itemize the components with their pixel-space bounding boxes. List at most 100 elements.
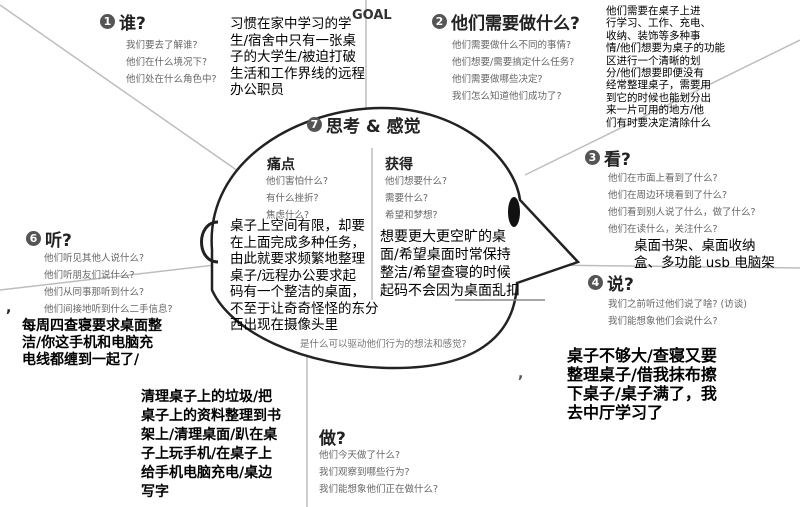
do-need-note: 他们需要在桌子上进 行学习、工作、充电、 收纳、装饰等多种事 情/他们想要为桌子… xyxy=(606,5,725,129)
hear-note: 每周四查寝要求桌面整 洁/你这手机和电脑充 电线都缠到一起了/ xyxy=(22,318,162,369)
do-question: 我们观察到哪些行为? xyxy=(319,467,410,478)
pains-question: 他们害怕什么? xyxy=(266,176,329,187)
who-note: 习惯在家中学习的学 生/宿舍中只有一张桌 子的大学生/被迫打破 生活和工作界线的… xyxy=(230,16,365,99)
do-need-note-line: 来一片可用的地方/他 xyxy=(606,104,705,117)
do-title: 做? xyxy=(319,424,346,449)
pains-question: 有什么挫折? xyxy=(266,193,319,204)
say-note: 桌子不够大/查寝又要 整理桌子/借我抹布擦 下桌子/桌子满了，我 去中厅学习了 xyxy=(567,346,717,422)
do-note: 清理桌子上的垃圾/把 桌子上的资料整理到书 架上/清理桌面/趴在桌 子上玩手机/… xyxy=(141,388,281,502)
see-question: 他们在周边环境看到了什么? xyxy=(608,190,728,201)
who-note-line: 习惯在家中学习的学 xyxy=(230,16,352,32)
hear-title: 6 听? xyxy=(26,226,72,251)
stray-comma-left: , xyxy=(6,300,12,316)
say-note-line: 桌子不够大/查寝又要 xyxy=(567,346,717,365)
head-outline xyxy=(210,106,581,370)
say-title-text: 说? xyxy=(607,275,634,295)
see-note: 桌面书架、桌面收纳 盒、多功能 usb 电脑架 xyxy=(634,238,775,271)
hear-questions: 他们听见其他人说什么? 他们听朋友们说什么? 他们从同事那听到什么? 他们间接地… xyxy=(44,250,173,318)
think-title: 7 思考 & 感觉 xyxy=(307,112,421,137)
do-need-note-line: 行学习、工作、充电、 xyxy=(606,17,711,30)
who-title-text: 谁? xyxy=(119,14,146,34)
pains-note-line: 由此就要求频繁地整理 xyxy=(230,251,365,267)
goal-label: GOAL xyxy=(352,8,392,23)
who-number: 1 xyxy=(100,14,115,29)
who-question: 他们处在什么角色中? xyxy=(126,74,217,85)
do-need-note-line: 经常整理桌子，需要用 xyxy=(606,79,711,92)
hear-question: 他们听见其他人说什么? xyxy=(44,253,145,264)
hear-title-text: 听? xyxy=(45,231,72,251)
think-title-text: 思考 & 感觉 xyxy=(326,117,421,137)
do-note-line: 给手机电脑充电/桌边 xyxy=(141,465,273,481)
who-note-line: 生/宿舍中只有一张桌 xyxy=(230,32,357,49)
think-bottom-question: 是什么可以驱动他们行为的想法和感觉? xyxy=(300,339,467,350)
pains-title: 痛点 xyxy=(267,157,295,173)
pains-note: 桌子上空间有限，却要 在上面完成多种任务， 由此就要求频繁地整理 桌子/远程办公… xyxy=(230,218,379,334)
say-question: 我们之前听过他们说了啥? (访谈) xyxy=(608,299,747,310)
hear-question: 他们听朋友们说什么? xyxy=(44,270,135,281)
gains-question: 他们想要什么? xyxy=(385,176,448,187)
who-note-line: 办公职员 xyxy=(230,82,284,98)
do-need-note-line: 到它的时候也能划分出 xyxy=(606,91,711,104)
see-questions: 他们在市面上看到了什么? 他们在周边环境看到了什么? 他们看到别人说了什么，做了… xyxy=(608,170,756,238)
do-question: 我们能想象他们正在做什么? xyxy=(319,484,439,495)
gains-question: 希望和梦想? xyxy=(385,210,438,221)
pains-note-line: 桌子上空间有限，却要 xyxy=(230,218,365,234)
gains-questions: 他们想要什么? 需要什么? 希望和梦想? xyxy=(385,173,447,224)
gains-note: 想要更大更空旷的桌 面/希望桌面时常保持 整洁/希望查寝的时候 起码不会因为桌面… xyxy=(380,228,520,300)
think-number: 7 xyxy=(307,117,322,132)
say-number: 4 xyxy=(588,275,603,290)
hear-note-line: 每周四查寝要求桌面整 xyxy=(22,318,162,334)
do-need-title-text: 他们需要做什么? xyxy=(451,14,580,34)
do-need-question: 我们怎么知道他们成功了? xyxy=(452,91,562,102)
do-note-line: 桌子上的资料整理到书 xyxy=(141,408,281,424)
who-note-line: 生活和工作界线的远程 xyxy=(230,65,365,82)
do-note-line: 写字 xyxy=(141,484,169,500)
see-question: 他们看到别人说了什么，做了什么? xyxy=(608,207,756,218)
do-need-question: 他们想要/需要搞定什么任务? xyxy=(452,57,575,68)
pains-note-line: 码有一个整洁的桌面， xyxy=(230,284,365,300)
who-title: 1 谁? xyxy=(100,9,146,34)
see-question: 他们在读什么，关注什么? xyxy=(608,224,718,235)
pains-note-line: 桌子/远程办公要求起 xyxy=(230,267,357,284)
do-need-note-line: 收纳、装饰等多种事 xyxy=(606,29,701,42)
do-note-line: 架上/清理桌面/趴在桌 xyxy=(141,427,278,443)
hear-question: 他们从同事那听到什么? xyxy=(44,287,145,298)
pains-note-line: 不至于让奇奇怪怪的东分 xyxy=(230,300,379,317)
see-title: 3 看? xyxy=(585,145,631,170)
who-note-line: 子的大学生/被迫打破 xyxy=(230,49,357,65)
who-question: 我们要去了解谁? xyxy=(126,40,198,51)
pains-question: 焦虑什么? xyxy=(266,210,310,221)
see-title-text: 看? xyxy=(604,150,631,170)
say-title: 4 说? xyxy=(588,270,634,295)
gains-note-line: 面/希望桌面时常保持 xyxy=(380,247,511,263)
gains-note-line: 整洁/希望查寝的时候 xyxy=(380,265,511,281)
do-note-line: 清理桌子上的垃圾/把 xyxy=(141,389,273,405)
do-need-note-line: 们有时要决定清除什么 xyxy=(606,116,711,129)
see-question: 他们在市面上看到了什么? xyxy=(608,173,718,184)
say-question: 我们能想象他们会说什么? xyxy=(608,316,718,327)
who-question: 他们在什么境况下? xyxy=(126,57,208,68)
say-note-line: 去中厅学习了 xyxy=(567,403,664,422)
do-need-question: 他们需要做什么不同的事情? xyxy=(452,40,572,51)
do-need-title: 2 他们需要做什么? xyxy=(432,9,580,34)
do-need-note-line: 区进行一个清晰的划 xyxy=(606,54,701,67)
who-questions: 我们要去了解谁? 他们在什么境况下? 他们处在什么角色中? xyxy=(126,37,217,88)
do-title-text: 做? xyxy=(319,429,346,449)
do-need-number: 2 xyxy=(432,14,447,29)
gains-note-line: 起码不会因为桌面乱扣 xyxy=(380,283,520,299)
see-note-line: 盒、多功能 usb 电脑架 xyxy=(634,254,775,271)
ear-shape xyxy=(200,220,219,264)
do-need-note-line: 他们需要在桌子上进 xyxy=(606,5,701,17)
do-need-note-line: 分/他们想要即便没有 xyxy=(606,67,705,80)
do-questions: 他们今天做了什么? 我们观察到哪些行为? 我们能想象他们正在做什么? xyxy=(319,447,438,498)
do-need-questions: 他们需要做什么不同的事情? 他们想要/需要搞定什么任务? 他们需要做哪些决定? … xyxy=(452,37,574,105)
pains-questions: 他们害怕什么? 有什么挫折? 焦虑什么? xyxy=(266,173,328,224)
gains-title: 获得 xyxy=(385,157,413,173)
stray-comma-mid: , xyxy=(518,366,524,382)
say-note-line: 下桌子/桌子满了，我 xyxy=(567,384,717,403)
do-question: 他们今天做了什么? xyxy=(319,450,401,461)
hear-note-line: 电线都缠到一起了/ xyxy=(22,352,140,368)
hear-number: 6 xyxy=(26,231,41,246)
